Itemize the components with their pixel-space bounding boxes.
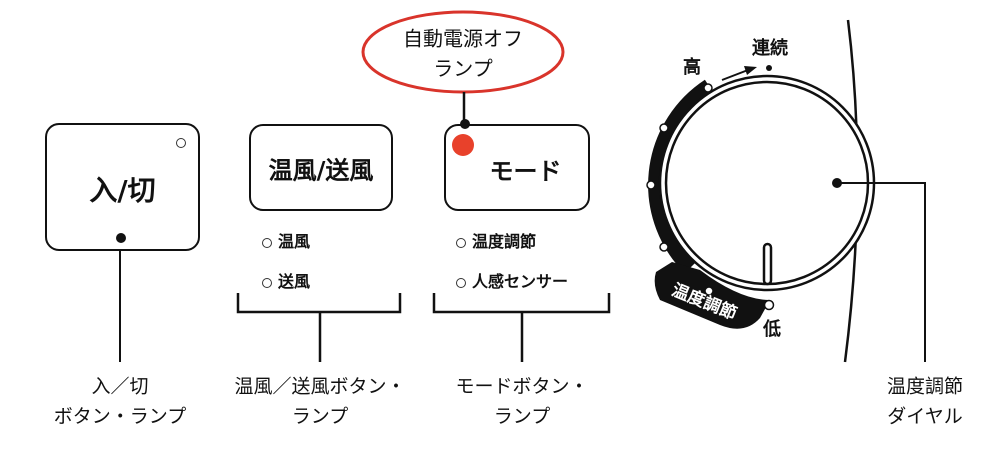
mode-button-label: モード [489,157,562,186]
callout-anchor-dot [460,119,470,129]
mode-button[interactable]: モード [444,119,590,211]
dial-leader-line [837,182,926,362]
arrow-head-icon [744,66,757,75]
lamp-icon [456,237,466,248]
airflow-caption-2: ランプ [291,405,349,428]
dial-continuous-label: 連続 [752,38,788,59]
airflow-option-warm-label: 温風 [278,232,311,251]
dial-low-label: 低 [763,319,781,340]
mode-bracket [432,293,611,362]
lamp-icon [262,237,272,248]
airflow-option-fan-label: 送風 [278,272,311,291]
auto-off-lamp [452,134,474,156]
dial-band-tab [654,262,770,329]
mode-caption-1: モードボタン・ [455,375,589,398]
power-button-label: 入/切 [89,174,156,208]
lamp-icon [456,277,466,288]
dial-caption-2: ダイヤル [887,405,963,428]
dial-high-label: 高 [683,57,701,78]
callout-text-1: 自動電源オフ [403,26,523,51]
power-button[interactable]: 入/切 [45,123,200,251]
power-caption-1: 入／切 [91,375,149,398]
power-lamp [176,138,186,148]
airflow-caption-1: 温風／送風ボタン・ [234,375,406,398]
dial-caption-1: 温度調節 [886,375,964,398]
power-caption-2: ボタン・ランプ [53,405,187,428]
airflow-option-fan: 送風 [262,268,310,292]
arrow-icon [721,69,749,81]
dial-pointer [762,242,773,286]
continuous-marker-dot [766,65,772,71]
mode-option-sensor-label: 人感センサー [472,272,569,291]
airflow-option-warm: 温風 [262,228,310,252]
airflow-button-label: 温風/送風 [268,156,374,184]
mode-option-temp-label: 温度調節 [472,232,537,251]
power-leader-dot [116,233,126,243]
callout-text-2: ランプ [433,56,493,81]
mode-option-temp: 温度調節 [456,228,536,252]
airflow-bracket [236,293,402,362]
lamp-icon [262,277,272,288]
dial-dots [646,83,775,311]
dial-band [648,79,714,274]
mode-caption-2: ランプ [493,405,551,428]
mode-option-sensor: 人感センサー [456,268,568,292]
airflow-button[interactable]: 温風/送風 [249,124,393,211]
